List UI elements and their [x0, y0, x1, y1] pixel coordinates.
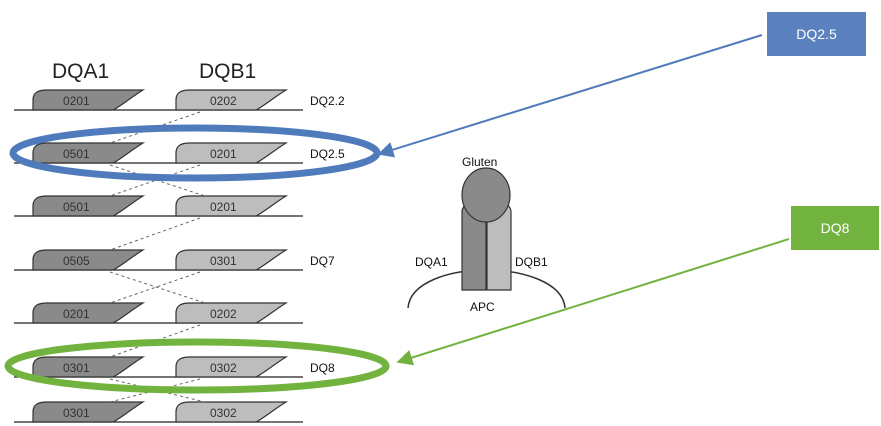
dq8-callout-text: DQ8 [820, 220, 850, 236]
crossover-dashed-line [109, 217, 201, 251]
haplotype-row: 0505 0301 DQ7 [14, 249, 335, 271]
dq-serotype-label: DQ2.5 [310, 147, 345, 161]
crossover-dashed-line [109, 111, 201, 144]
dqa1-chain-shape [32, 302, 146, 324]
dq25-highlight-ellipse [9, 124, 381, 182]
haplotype-row: 0301 0302 DQ8 [14, 356, 335, 378]
dq25-callout-text: DQ2.5 [796, 26, 837, 42]
dq-serotype-label: DQ8 [310, 361, 335, 375]
dqa1-chain-shape [32, 195, 146, 217]
molecule-dqb1-label: DQB1 [515, 255, 548, 269]
haplotype-row: 0301 0302 [14, 401, 303, 423]
crossover-dashed-line [109, 271, 206, 304]
dq-serotype-label: DQ2.2 [310, 94, 345, 108]
crossover-dashed-line [109, 164, 201, 197]
dq-molecule-illustration: Gluten DQA1 DQB1 APC [407, 155, 566, 314]
dqa1-allele-label: 0501 [63, 200, 90, 214]
dq25-callout-box: DQ2.5 [767, 12, 866, 56]
dqb1-chain-shape [175, 302, 289, 324]
gluten-peptide-shape [461, 167, 511, 223]
haplotype-row: 0201 0202 [14, 302, 303, 324]
dqb1-chain-shape [175, 89, 289, 111]
haplotype-row: 0501 0201 DQ2.5 [14, 142, 345, 164]
dqb1-allele-label: 0201 [210, 147, 237, 161]
crossover-dashed-line [109, 324, 201, 358]
header-dqa1: DQA1 [52, 60, 109, 83]
dqb1-allele-label: 0302 [210, 361, 237, 375]
dqb1-allele-label: 0202 [210, 94, 237, 108]
dqa1-chain-shape [32, 401, 146, 423]
dqa1-chain-shape [32, 249, 146, 271]
dqb1-chain-shape [175, 249, 289, 271]
dqb1-chain-shape [175, 195, 289, 217]
dqa1-allele-label: 0505 [63, 254, 90, 268]
dqb1-allele-label: 0201 [210, 200, 237, 214]
dqb1-chain-shape [175, 142, 289, 164]
gluten-label: Gluten [462, 155, 497, 169]
haplotype-row: 0201 0202 DQ2.2 [14, 89, 345, 111]
dqb1-allele-label: 0202 [210, 307, 237, 321]
haplotype-row: 0501 0201 [14, 195, 303, 217]
dq8-callout-box: DQ8 [791, 206, 879, 250]
dq25-callout-arrow [377, 34, 763, 158]
dqa1-chain-shape [32, 356, 146, 378]
dqa1-allele-label: 0301 [63, 406, 90, 420]
dqb1-allele-label: 0301 [210, 254, 237, 268]
dq8-callout-arrow [396, 238, 790, 366]
dqa1-chain-shape [32, 142, 146, 164]
dqb1-allele-label: 0302 [210, 406, 237, 420]
dqa1-allele-label: 0301 [63, 361, 90, 375]
dqb1-chain-shape [175, 401, 289, 423]
dq-serotype-label: DQ7 [310, 254, 335, 268]
crossover-dashed-line [109, 271, 201, 304]
molecule-dqa1-label: DQA1 [415, 255, 448, 269]
dqa1-chain-shape [32, 89, 146, 111]
header-dqb1: DQB1 [199, 60, 256, 83]
dqb1-chain-shape [175, 356, 289, 378]
dqa1-allele-label: 0201 [63, 94, 90, 108]
dqa1-allele-label: 0501 [63, 147, 90, 161]
dqa1-allele-label: 0201 [63, 307, 90, 321]
dq8-highlight-ellipse [4, 338, 390, 394]
apc-label: APC [470, 300, 495, 314]
